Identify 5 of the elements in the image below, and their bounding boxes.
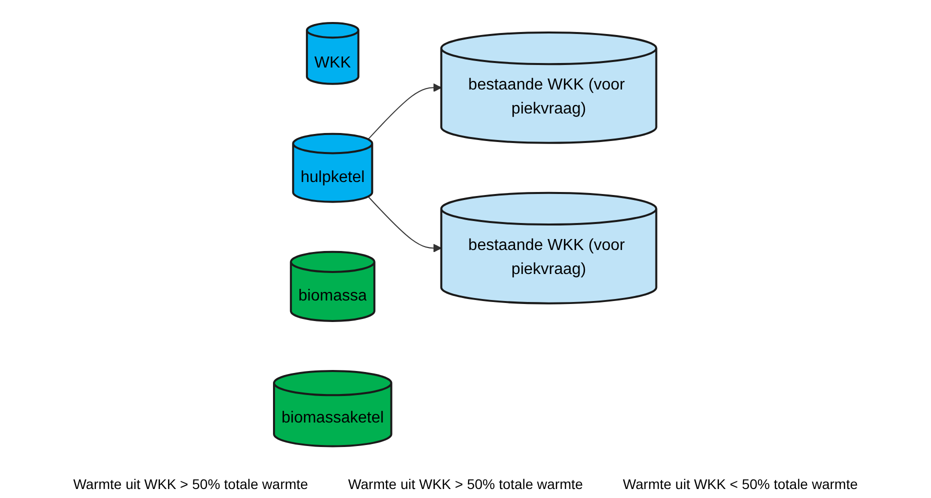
arrow bbox=[368, 196, 442, 253]
arrow bbox=[368, 84, 442, 140]
caption-text: Warmte uit WKK > 50% totale warmte bbox=[348, 476, 583, 492]
caption-text: Warmte uit WKK > 50% totale warmte bbox=[73, 476, 308, 492]
caption-text: Warmte uit WKK < 50% totale warmte bbox=[622, 476, 858, 492]
